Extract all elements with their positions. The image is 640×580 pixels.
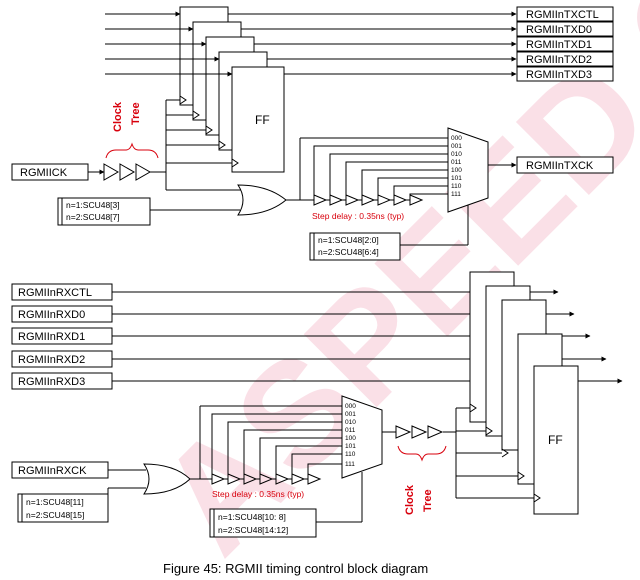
- rx-input-d3-label: RGMIInRXD3: [18, 376, 85, 388]
- tx-mux-in-5: 101: [451, 175, 462, 182]
- rx-ff-clk-1: [469, 403, 477, 413]
- rx-clock-bus: [443, 407, 534, 499]
- rx-ff-clk-3: [501, 448, 509, 458]
- rx-ff-clk-2: [485, 426, 493, 436]
- tx-output-d2: [516, 51, 614, 67]
- tx-or-config-line2: n=2:SCU48[7]: [66, 212, 120, 222]
- rx-ff-clk-5: [533, 493, 541, 503]
- rx-clock-tree-label-1: Clock: [404, 484, 416, 515]
- rx-input-ctl-label: RGMIInRXCTL: [18, 287, 92, 299]
- rgmiick-label: RGMIICK: [20, 167, 68, 179]
- rx-mux-in-5: 101: [345, 443, 356, 450]
- tx-mux-config-box: [309, 232, 401, 261]
- tx-clock-tree-label-1: Clock: [112, 101, 124, 132]
- tx-output-d2-label: RGMIInTXD2: [526, 54, 592, 66]
- rx-clock-tree: Clock Tree: [395, 425, 447, 515]
- tx-clock-tree: Clock Tree: [103, 101, 166, 181]
- rx-clock-input: RGMIInRXCK: [11, 461, 146, 479]
- txck-box: [516, 156, 614, 174]
- rx-mux-config: n=1:SCU48[10: 8] n=2:SCU48[14:12]: [209, 508, 317, 538]
- rx-mux-config-line1: n=1:SCU48[10: 8]: [218, 512, 286, 522]
- tx-ff-label: FF: [255, 113, 270, 127]
- tx-mux-config-line1: n=1:SCU48[2:0]: [318, 235, 379, 245]
- tx-ff-clk-1: [179, 95, 187, 105]
- tx-mux: 000 001 010 011 100 101 110 111: [400, 127, 517, 246]
- rx-or-config: n=1:SCU48[11] n=2:SCU48[15]: [17, 493, 109, 523]
- rx-mux-in-7: 111: [345, 461, 355, 468]
- tx-output-d1-label: RGMIInTXD1: [526, 39, 592, 51]
- rx-mux-in-4: 100: [345, 435, 356, 442]
- rx-section: RGMIInRXCTL RGMIInRXD0 RGMIInRXD1 RGMIIn…: [11, 271, 623, 538]
- tx-output-d3-label: RGMIInTXD3: [526, 69, 592, 81]
- tx-clock-tree-label-2: Tree: [130, 102, 142, 125]
- rxck-label: RGMIInRXCK: [18, 465, 87, 477]
- rx-input-d1-label: RGMIInRXD1: [18, 331, 85, 343]
- tx-section: FF RGMIInTXCTL: [11, 6, 614, 261]
- tx-output-d3: [516, 66, 614, 82]
- rx-inputs: RGMIInRXCTL RGMIInRXD0 RGMIInRXD1 RGMIIn…: [11, 283, 623, 390]
- rx-or-config-box: [17, 493, 109, 523]
- tx-ff-reg-5: [231, 66, 285, 173]
- tx-output-ctl: [516, 6, 614, 22]
- rx-clock-tree-label-2: Tree: [422, 489, 434, 512]
- rx-mux-in-6: 110: [345, 451, 356, 458]
- rx-mux-config-line2: n=2:SCU48[14:12]: [218, 525, 288, 535]
- tx-outputs: RGMIInTXCTL RGMIInTXD0 RGMIInTXD1 RGMIIn…: [228, 6, 614, 82]
- rx-mux-taps: [200, 405, 342, 479]
- tx-mux-config-line2: n=2:SCU48[6:4]: [318, 247, 379, 257]
- rx-ff-label: FF: [548, 433, 563, 447]
- txck-label: RGMIInTXCK: [526, 160, 594, 172]
- rx-step-delay-label: Step delay : 0.35ns (typ): [212, 489, 304, 499]
- tx-mux-in-7: 111: [451, 191, 461, 198]
- tx-output-d1: [516, 36, 614, 52]
- tx-output-d0: [516, 21, 614, 37]
- tx-or-config-line1: n=1:SCU48[3]: [66, 200, 120, 210]
- rx-mux-in-0: 000: [345, 403, 356, 410]
- tx-ff-clk-5: [231, 158, 239, 168]
- figure-caption: Figure 45: RGMII timing control block di…: [163, 561, 428, 576]
- tx-output-d0-label: RGMIInTXD0: [526, 24, 592, 36]
- rx-clock-tree-brace: [397, 445, 447, 462]
- rx-input-d0-label: RGMIInRXD0: [18, 309, 85, 321]
- tx-or-config: n=1:SCU48[3] n=2:SCU48[7]: [57, 197, 151, 226]
- tx-ff-clk-4: [218, 140, 226, 150]
- tx-step-delay-label: Step delay : 0.35ns (typ): [312, 211, 404, 221]
- rx-or-config-line2: n=2:SCU48[15]: [26, 510, 84, 520]
- tx-mux-config: n=1:SCU48[2:0] n=2:SCU48[6:4]: [309, 232, 401, 261]
- rx-ff-clk-4: [517, 471, 525, 481]
- rx-mux-in-3: 011: [345, 427, 356, 434]
- rx-or-config-line1: n=1:SCU48[11]: [26, 497, 84, 507]
- tx-or-gate: [150, 184, 300, 216]
- tx-clock-input: RGMIICK: [11, 163, 105, 181]
- tx-data-inputs: [105, 11, 233, 77]
- tx-ff-stack: FF: [179, 6, 285, 173]
- tx-clock-tree-brace: [105, 142, 159, 159]
- rx-mux: 000 001 010 011 100 101 110 111: [316, 395, 396, 523]
- tx-ff-clk-2: [192, 110, 200, 120]
- tx-mux-in-2: 010: [451, 151, 462, 158]
- tx-ff-clk-3: [205, 125, 213, 135]
- tx-or-config-box: [57, 197, 151, 226]
- rx-mux-in-1: 001: [345, 411, 356, 418]
- tx-mux-in-1: 001: [451, 143, 462, 150]
- rx-input-d2-label: RGMIInRXD2: [18, 354, 85, 366]
- tx-mux-in-0: 000: [451, 135, 462, 142]
- rx-ff-reg-5: [533, 365, 579, 515]
- rx-mux-in-2: 010: [345, 419, 356, 426]
- tx-mux-in-6: 110: [451, 183, 462, 190]
- rx-mux-config-box: [209, 508, 317, 538]
- tx-mux-in-4: 100: [451, 167, 462, 174]
- tx-mux-taps: [300, 137, 448, 200]
- tx-output-ctl-label: RGMIInTXCTL: [526, 9, 599, 21]
- tx-mux-in-3: 011: [451, 159, 462, 166]
- rx-ff-stack: FF: [469, 271, 579, 515]
- tx-clock-output: RGMIInTXCK: [516, 156, 614, 174]
